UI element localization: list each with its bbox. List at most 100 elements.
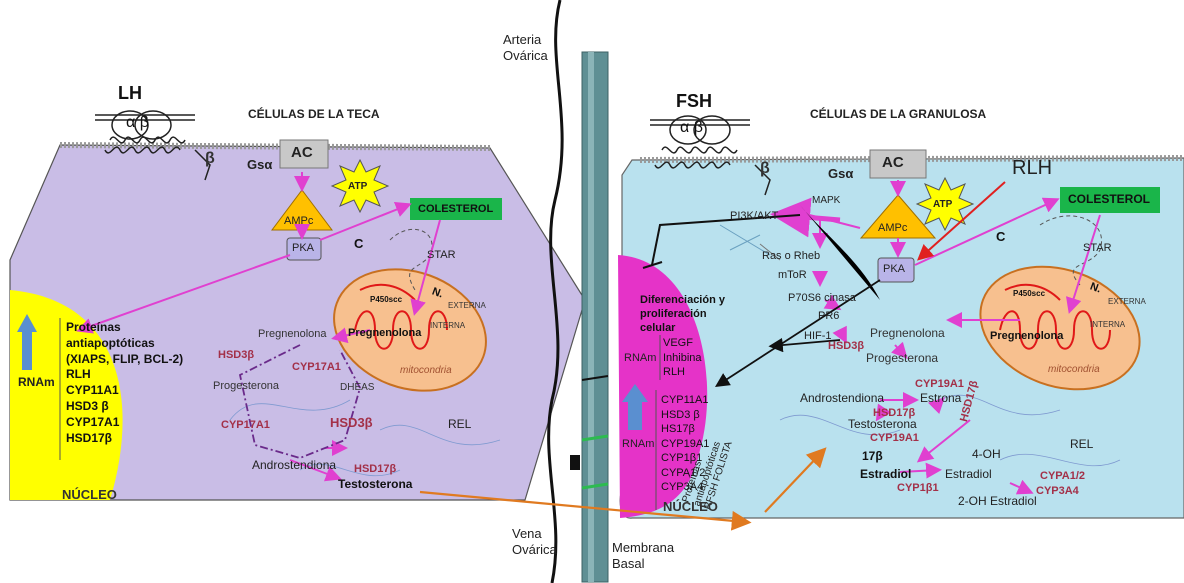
theca-gene: antiapoptóticas bbox=[66, 336, 183, 352]
arteria-label-1: Arteria bbox=[503, 32, 548, 48]
theca-atp: ATP bbox=[348, 181, 367, 192]
theca-ac: AC bbox=[291, 145, 313, 162]
theca-ampc: AMPc bbox=[284, 215, 313, 227]
theca-gene: RLH bbox=[66, 367, 183, 383]
granulosa-androstendiona: Androstendiona bbox=[800, 392, 884, 405]
granulosa-ras: Ras o Rheb bbox=[762, 250, 820, 262]
theca-gs: Gsα bbox=[247, 158, 272, 172]
membrana-label-1: Membrana bbox=[612, 540, 674, 556]
granulosa-p450scc: P450scc bbox=[1013, 290, 1045, 299]
theca-dheas: DHEAS bbox=[340, 382, 374, 393]
granulosa-alpha: α β bbox=[680, 119, 703, 137]
theca-gene: Proteínas bbox=[66, 320, 183, 336]
theca-progesterona: Progesterona bbox=[213, 380, 279, 392]
theca-enz-cyp17a1-2: CYP17A1 bbox=[221, 419, 270, 431]
granulosa-mtor: mToR bbox=[778, 269, 807, 281]
theca-pregnenolona: Pregnenolona bbox=[258, 328, 327, 340]
theca-externa: EXTERNA bbox=[448, 302, 486, 311]
theca-rnam: RNAm bbox=[18, 376, 55, 389]
theca-enz-cyp17a1-1: CYP17A1 bbox=[292, 361, 341, 373]
granulosa-top-gene: Inhibina bbox=[663, 351, 702, 366]
theca-pregnenolona-mito: Pregnenolona bbox=[348, 327, 421, 339]
granulosa-pregnenolona-mito: Pregnenolona bbox=[990, 330, 1063, 342]
vena-ovarica-label: Vena Ovárica bbox=[512, 526, 557, 559]
granulosa-estradiol-2: Estradiol bbox=[945, 468, 992, 481]
membrana-basal-label: Membrana Basal bbox=[612, 540, 674, 573]
granulosa-ac: AC bbox=[882, 155, 904, 172]
vena-label-2: Ovárica bbox=[512, 542, 557, 558]
granulosa-estradiol: Estradiol bbox=[860, 468, 911, 481]
granulosa-pi3k: PI3K/AKT bbox=[730, 210, 778, 222]
arteria-ovarica-label: Arteria Ovárica bbox=[503, 32, 548, 65]
granulosa-colesterol: COLESTEROL bbox=[1068, 193, 1150, 206]
theca-interna: INTERNA bbox=[430, 322, 465, 331]
theca-enz-hsd3b-1: HSD3β bbox=[218, 349, 254, 361]
granulosa-mapk: MAPK bbox=[812, 195, 840, 206]
granulosa-rnam-bottom: RNAm bbox=[622, 438, 654, 450]
granulosa-star: STAR bbox=[1083, 242, 1112, 254]
theca-title: CÉLULAS DE LA TECA bbox=[248, 108, 380, 121]
theca-gene: CYP11A1 bbox=[66, 383, 183, 399]
theca-gene: (XIAPS, FLIP, BCL-2) bbox=[66, 352, 183, 368]
granulosa-bottom-gene: CYP11A1 bbox=[661, 393, 709, 408]
arteria-label-2: Ovárica bbox=[503, 48, 548, 64]
granulosa-nucleo: NÚCLEO bbox=[663, 500, 718, 514]
theca-beta: β bbox=[205, 150, 215, 168]
theca-alpha: α β bbox=[126, 114, 149, 132]
theca-enz-hsd17b: HSD17β bbox=[354, 463, 396, 475]
theca-hormone-label: LH bbox=[118, 84, 142, 104]
granulosa-17b: 17β bbox=[862, 450, 883, 463]
granulosa-top-gene: VEGF bbox=[663, 336, 702, 351]
granulosa-interna: INTERNA bbox=[1090, 321, 1125, 330]
granulosa-enz-cypa12: CYPA1/2 bbox=[1040, 470, 1085, 482]
granulosa-enz-hsd3b: HSD3β bbox=[828, 340, 864, 352]
granulosa-p70: P70S6 cinasa bbox=[788, 292, 856, 304]
granulosa-externa: EXTERNA bbox=[1108, 298, 1146, 307]
granulosa-gs: Gsα bbox=[828, 167, 853, 181]
granulosa-rel: REL bbox=[1070, 438, 1093, 451]
granulosa-diferenciacion: Diferenciación y proliferación celular bbox=[640, 294, 725, 335]
diferenciacion-line: Diferenciación y bbox=[640, 294, 725, 308]
granulosa-title: CÉLULAS DE LA GRANULOSA bbox=[810, 108, 986, 121]
vena-label-1: Vena bbox=[512, 526, 557, 542]
theca-c: C bbox=[354, 237, 363, 251]
granulosa-pregnenolona: Pregnenolona bbox=[870, 327, 945, 340]
granulosa-c: C bbox=[996, 230, 1005, 244]
theca-gene-list: Proteínas antiapoptóticas (XIAPS, FLIP, … bbox=[66, 320, 183, 447]
granulosa-atp: ATP bbox=[933, 199, 952, 210]
granulosa-top-gene-list: VEGF Inhibina RLH bbox=[663, 336, 702, 380]
granulosa-beta: β bbox=[760, 160, 770, 178]
granulosa-bottom-gene: HSD3 β bbox=[661, 408, 709, 423]
granulosa-enz-cyp1b1: CYP1β1 bbox=[897, 482, 939, 494]
granulosa-top-gene: RLH bbox=[663, 365, 702, 380]
granulosa-estrona: Estrona bbox=[920, 392, 961, 405]
granulosa-enz-cyp19a1-1: CYP19A1 bbox=[915, 378, 964, 390]
granulosa-ampc: AMPc bbox=[878, 222, 907, 234]
granulosa-rnam-top: RNAm bbox=[624, 352, 656, 364]
theca-p450scc: P450scc bbox=[370, 296, 402, 305]
theca-nucleo: NÚCLEO bbox=[62, 488, 117, 502]
granulosa-testosterona: Testosterona bbox=[848, 418, 917, 431]
theca-enz-hsd3b-2: HSD3β bbox=[330, 416, 373, 430]
theca-gene: HSD3 β bbox=[66, 399, 183, 415]
granulosa-pka: PKA bbox=[883, 263, 905, 275]
theca-gene: CYP17A1 bbox=[66, 415, 183, 431]
theca-colesterol: COLESTEROL bbox=[418, 203, 493, 215]
theca-testosterona: Testosterona bbox=[338, 478, 412, 491]
granulosa-4oh: 4-OH bbox=[972, 448, 1001, 461]
basal-membrane-bar bbox=[582, 52, 608, 582]
theca-gene: HSD17β bbox=[66, 431, 183, 447]
granulosa-2oh-estradiol: 2-OH Estradiol bbox=[958, 495, 1037, 508]
theca-androstendiona: Androstendiona bbox=[252, 459, 336, 472]
granulosa-hormone-label: FSH bbox=[676, 92, 712, 112]
granulosa-rlh: RLH bbox=[1012, 157, 1052, 179]
granulosa-enz-cyp3a4: CYP3A4 bbox=[1036, 485, 1079, 497]
theca-star: STAR bbox=[427, 249, 456, 261]
theca-rel: REL bbox=[448, 418, 471, 431]
granulosa-enz-cyp19a1-2: CYP19A1 bbox=[870, 432, 919, 444]
theca-pka: PKA bbox=[292, 242, 314, 254]
granulosa-progesterona: Progesterona bbox=[866, 352, 938, 365]
granulosa-mitocondria: mitocondria bbox=[1048, 364, 1100, 375]
diferenciacion-line: celular bbox=[640, 322, 725, 336]
